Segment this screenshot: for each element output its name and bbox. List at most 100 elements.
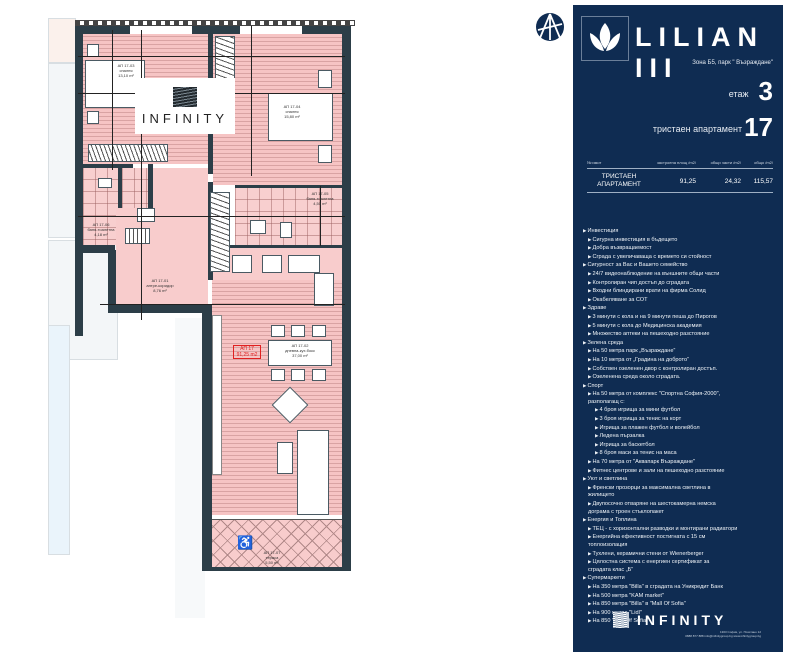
wall [108, 250, 116, 312]
wall [118, 164, 122, 244]
feature-item: Озеленена среда около сградата. [583, 373, 779, 382]
sofa [297, 430, 329, 515]
feature-item: Контролиран чип достъп до сградата [583, 279, 779, 288]
feature-category: Супермаркети [583, 574, 779, 583]
toilet [98, 178, 112, 188]
coffee-table [277, 442, 293, 474]
feature-item: Тухлени, керамични стени от Wienerberger [583, 550, 779, 559]
feature-item: На 50 метра парк „Възраждане“ [583, 347, 779, 356]
feature-item-continued: разполагащ с: [588, 398, 625, 405]
infinity-watermark: INFINITY [135, 78, 235, 134]
dining-table [268, 340, 332, 366]
chair [312, 369, 326, 381]
floor-number: 3 [758, 76, 773, 106]
kitchen-counter [288, 255, 320, 273]
wardrobe [210, 192, 230, 272]
window [75, 20, 355, 26]
wall [342, 26, 351, 571]
chair [291, 369, 305, 381]
dimension-line [320, 186, 321, 246]
apartment-tag: АП 17 91,25 m2 [233, 345, 261, 359]
apartment-number: 17 [744, 112, 773, 142]
feature-category: Инвестиция [583, 227, 779, 236]
wall [75, 245, 115, 253]
feature-category: Зелена среда [583, 339, 779, 348]
room-label: АП 17-06 баня-тоалетна 4,18 m² [87, 222, 115, 237]
chair [312, 325, 326, 337]
nightstand [318, 145, 332, 163]
neighbor-unit-ghost [48, 18, 76, 63]
feature-subitem: Игрища за баскетбол [583, 441, 779, 450]
feature-item-continued: топлоизолация [588, 541, 628, 548]
wall [75, 26, 83, 336]
feature-item: Добра възвращаемост [583, 244, 779, 253]
stove [232, 255, 252, 273]
feature-item: На 500 метра "KAM market" [583, 592, 779, 601]
wall [235, 185, 342, 188]
feature-item: ТЕЦ - с хоризонтални разводки и монтиран… [583, 525, 779, 534]
apartment-indicator: тристаен апартамент 17 [653, 114, 773, 140]
feature-subitem: 4 броя игрища за мини футбол [583, 406, 779, 415]
feature-item: Сигурна инвестиция в бъдещето [583, 236, 779, 245]
feature-item: На 10 метра от „Градина на доброто“ [583, 356, 779, 365]
chair [271, 369, 285, 381]
dimension-line [100, 304, 345, 305]
sink [262, 255, 282, 273]
neighbor-unit-ghost [175, 318, 205, 618]
nightstand [318, 70, 332, 88]
wall [83, 164, 133, 168]
feature-item: Множество аптеки на пешеходно разстояние [583, 330, 779, 339]
feature-category: Сигурност за Вас и Вашето семейство [583, 261, 779, 270]
feature-item-continued: дограма с троен стъклопакет [588, 508, 664, 515]
dimension-line [78, 216, 345, 217]
room-label: АП 17-03 спалня 13,10 m² [117, 63, 135, 78]
feature-category: Здраве [583, 304, 779, 313]
feature-subitem: 3 броя игрища за тенис на корт [583, 415, 779, 424]
corridor-floor [153, 168, 208, 208]
floor-plan: АП 17-03 спалня 13,10 m² АП 17-04 спалня… [0, 0, 370, 660]
feature-item: На 850 метра "Billa" в "Mall Of Sofia" [583, 600, 779, 609]
info-panel: LILIAN III Зона Б5, парк " Възраждане" е… [573, 5, 783, 652]
feature-category: Енергия и Топлина [583, 516, 779, 525]
wheelchair-icon: ♿ [237, 535, 254, 550]
feature-item: На 70 метра от "Аквапарк Възраждане" [583, 458, 779, 467]
footer-logo: INFINITY [613, 612, 727, 628]
bathroom-1b-floor [122, 168, 148, 208]
wall [148, 164, 153, 244]
chair [291, 325, 305, 337]
feature-item: Собствен озеленен двор с контролиран дос… [583, 365, 779, 374]
feature-item: Двупосочно отваряне на шестокамерна немс… [583, 500, 779, 509]
feature-item: Сграда с увеличаваща с времето си стойно… [583, 253, 779, 262]
feature-item: На 50 метра от комплекс "Спортна София-2… [583, 390, 779, 399]
feature-item: На 350 метра "Billa" в сградата на Уникр… [583, 583, 779, 592]
feature-item: Френски прозорци за максимална светлина … [583, 484, 779, 493]
feature-category: Спорт [583, 382, 779, 391]
neighbor-unit-ghost [48, 63, 76, 238]
terrace-rail [212, 519, 342, 520]
apartment-label: тристаен апартамент [652, 124, 743, 134]
feature-subitem: 8 броя маси за тенис на маса [583, 449, 779, 458]
room-label: АП 17-02 дневна-кух.бокс 37,00 m² [285, 343, 315, 358]
feature-item-continued: сградата клас „Б“ [588, 566, 634, 573]
neighbor-unit-ghost [48, 325, 70, 555]
area-table-header: № имот застроена площ /m2/ общи части /m… [587, 160, 773, 169]
footer-contact: 1303 София, ул. Позитано 12 0888 877 888… [685, 630, 761, 638]
area-table-row: ТРИСТАЕН АПАРТАМЕНТ 91,25 24,32 115,57 [587, 169, 773, 193]
room-label: АП 17-07 тераса 5,50 m² [263, 550, 281, 565]
corridor-floor [116, 208, 208, 305]
room-label: АП 17-05 баня-тоалетна 4,50 m² [306, 191, 334, 206]
wall [108, 305, 212, 313]
feature-item: Енергийна ефективност постигната с 15 см [583, 533, 779, 542]
feature-item-continued: жилището [588, 492, 615, 499]
area-table: № имот застроена площ /m2/ общи части /m… [587, 160, 773, 193]
shower [125, 228, 150, 244]
feature-category: Уют и светлина [583, 475, 779, 484]
feature-item: Цялостна система с енергиен сертификат з… [583, 558, 779, 567]
partition-wall [212, 315, 222, 475]
feature-item: 3 минути с кола и на 9 минути пеша до Пи… [583, 313, 779, 322]
infinity-logo-icon [173, 86, 197, 107]
dimension-line [141, 30, 142, 320]
dimension-line [112, 30, 113, 170]
wall [192, 26, 240, 34]
feature-item: Фитнес центрове и зали на пешеходно разс… [583, 467, 779, 476]
